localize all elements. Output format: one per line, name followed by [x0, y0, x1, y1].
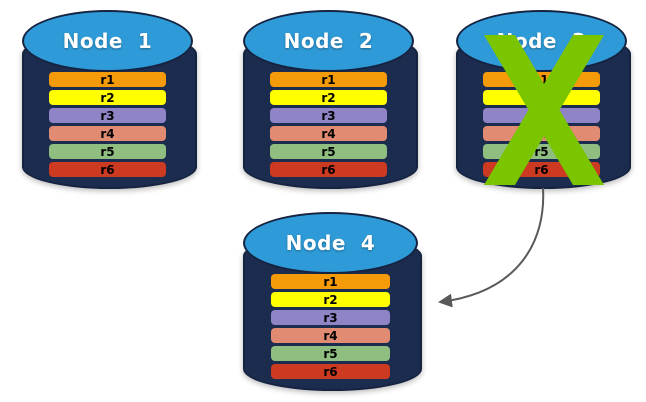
node-3-cylinder-top: [456, 10, 627, 72]
node-4-cylinder-top: [243, 212, 418, 274]
node-3-rows: r1 r2 r3 r4 r5 r6: [483, 72, 600, 177]
row-r1: r1: [49, 72, 166, 87]
row-r4: r4: [271, 328, 390, 343]
node-2[interactable]: Node 2 r1 r2 r3 r4 r5 r6: [243, 10, 418, 189]
row-r4: r4: [49, 126, 166, 141]
row-r5: r5: [49, 144, 166, 159]
row-r3: r3: [49, 108, 166, 123]
row-r6: r6: [49, 162, 166, 177]
row-r4: r4: [270, 126, 387, 141]
node-2-cylinder-top: [243, 10, 414, 72]
row-r3: r3: [271, 310, 390, 325]
row-r3: r3: [483, 108, 600, 123]
row-r5: r5: [271, 346, 390, 361]
node-1-rows: r1 r2 r3 r4 r5 r6: [49, 72, 166, 177]
row-r6: r6: [271, 364, 390, 379]
node-2-rows: r1 r2 r3 r4 r5 r6: [270, 72, 387, 177]
row-r1: r1: [271, 274, 390, 289]
row-r2: r2: [270, 90, 387, 105]
row-r1: r1: [483, 72, 600, 87]
row-r3: r3: [270, 108, 387, 123]
row-r5: r5: [270, 144, 387, 159]
row-r2: r2: [49, 90, 166, 105]
row-r6: r6: [483, 162, 600, 177]
node-3[interactable]: Node 3 r1 r2 r3 r4 r5 r6: [456, 10, 631, 189]
node-4[interactable]: Node 4 r1 r2 r3 r4 r5 r6: [243, 212, 422, 391]
row-r1: r1: [270, 72, 387, 87]
row-r4: r4: [483, 126, 600, 141]
row-r5: r5: [483, 144, 600, 159]
row-r2: r2: [483, 90, 600, 105]
node-1[interactable]: Node 1 r1 r2 r3 r4 r5 r6: [22, 10, 197, 189]
node-4-rows: r1 r2 r3 r4 r5 r6: [271, 274, 390, 379]
curved-arrow-icon: [438, 187, 545, 308]
row-r6: r6: [270, 162, 387, 177]
row-r2: r2: [271, 292, 390, 307]
node-1-cylinder-top: [22, 10, 193, 72]
